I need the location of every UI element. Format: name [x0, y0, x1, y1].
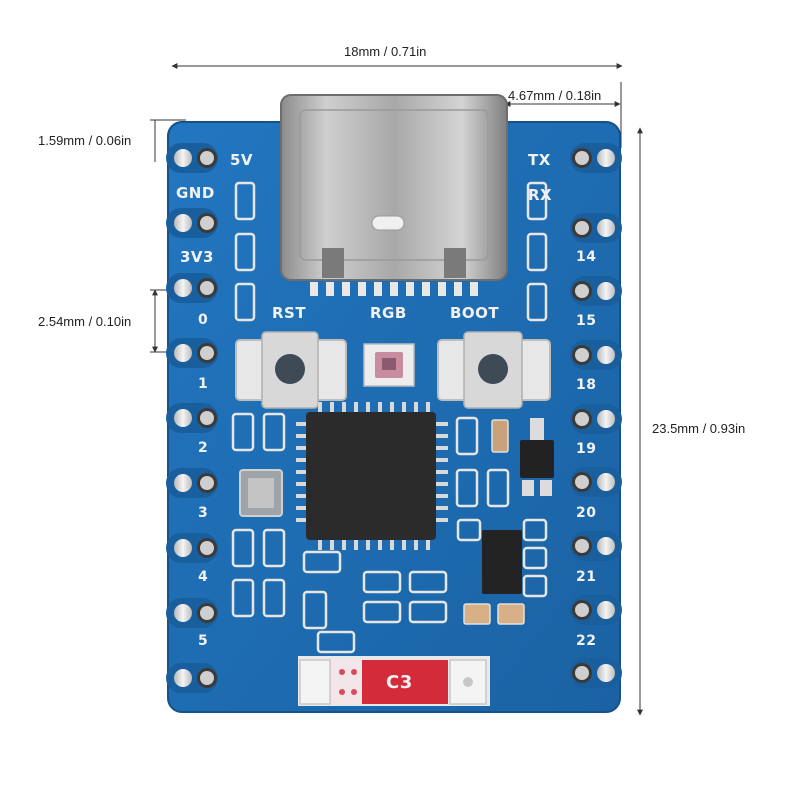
connector-pads: [310, 282, 478, 296]
smd-pad-outlines: [231, 181, 548, 654]
silkscreen-left-pin-0: 0: [198, 312, 209, 328]
silkscreen-rx: RX: [528, 186, 553, 204]
silkscreen-5v: 5V: [230, 151, 254, 169]
silkscreen-left-pin-3: 3: [198, 505, 209, 521]
boot-button-body: [437, 331, 551, 409]
usb-c-connector: [280, 94, 508, 281]
silkscreen-right-pin-21: 21: [576, 569, 597, 585]
silkscreen-left-pin-5: 5: [198, 633, 209, 649]
connector-offset-dimension-label: 4.67mm / 0.18in: [508, 88, 602, 103]
width-dimension-label: 18mm / 0.71in: [344, 44, 427, 59]
crystal-oscillator: [239, 469, 283, 517]
silkscreen-right-pin-22: 22: [576, 633, 597, 649]
silkscreen-right-pin-19: 19: [576, 441, 597, 457]
small-components: [463, 418, 554, 625]
height-dimension-label: 23.5mm / 0.93in: [652, 421, 746, 436]
silkscreen-tx: TX: [528, 151, 551, 169]
left-header-pins: [166, 143, 218, 693]
silkscreen-left-pin-gnd: GND: [176, 184, 215, 202]
silkscreen-c3: C3: [386, 672, 413, 693]
main-microcontroller: [296, 402, 448, 550]
silkscreen-left-pin-2: 2: [198, 440, 209, 456]
silkscreen-left-pin-1: 1: [198, 376, 209, 392]
pin-pitch-dimension-label: 2.54mm / 0.10in: [38, 314, 132, 329]
silkscreen-boot: BOOT: [450, 304, 500, 322]
antenna-module: [298, 656, 490, 706]
right-header-pins: [570, 143, 622, 688]
edge-margin-dimension-label: 1.59mm / 0.06in: [38, 133, 132, 148]
silkscreen-right-pin-18: 18: [576, 377, 597, 393]
silkscreen-left-pin-4: 4: [198, 569, 209, 585]
silkscreen-left-pin-3v3: 3V3: [180, 248, 214, 266]
silkscreen-rgb: RGB: [370, 304, 407, 322]
rgb-led: [363, 343, 415, 387]
reset-button-body: [235, 331, 347, 409]
silkscreen-rst: RST: [272, 304, 307, 322]
silkscreen-right-pin-15: 15: [576, 313, 597, 329]
silkscreen-right-pin-14: 14: [576, 249, 597, 265]
silkscreen-right-pin-20: 20: [576, 505, 597, 521]
